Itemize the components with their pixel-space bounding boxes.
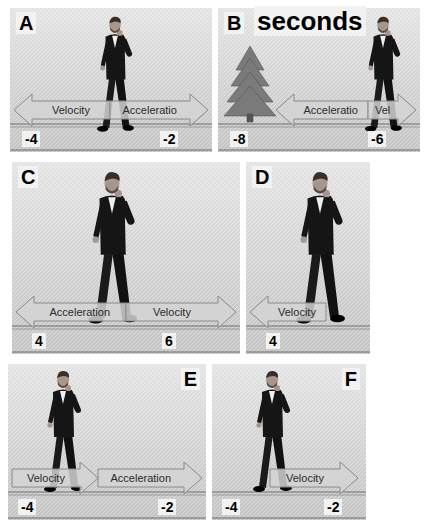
panel-letter: A bbox=[16, 12, 36, 34]
figure-panel: Acceleration Velocity C 4 6 bbox=[12, 162, 240, 354]
position-number: 4 bbox=[266, 333, 280, 349]
arrow-body bbox=[98, 462, 202, 494]
arrow-label-box: Acceleration bbox=[50, 306, 111, 319]
position-number: -4 bbox=[18, 499, 36, 515]
arrow-body bbox=[270, 462, 358, 494]
position-number: -2 bbox=[324, 499, 342, 515]
panel-letter-box: C bbox=[18, 166, 38, 188]
position-number-box: -8 bbox=[230, 131, 248, 147]
arrow-body bbox=[250, 296, 326, 328]
figure-panel: Acceleratio Vel Bseconds -8 -6 bbox=[218, 8, 420, 152]
panel-letter-box: A bbox=[16, 12, 36, 34]
vector-arrow: Velocity bbox=[250, 296, 326, 328]
figure-panel: Velocity D 4 bbox=[246, 162, 370, 354]
vector-arrow: Acceleration bbox=[16, 296, 126, 328]
position-number-box: -2 bbox=[160, 131, 178, 147]
vector-label: Acceleration bbox=[50, 306, 111, 319]
panel-letter: D bbox=[252, 166, 272, 188]
vector-arrow: Velocity bbox=[12, 462, 98, 494]
arrow-body bbox=[12, 462, 98, 494]
position-number-box: -6 bbox=[368, 131, 386, 147]
figure-panel: Velocity Acceleration E -4 -2 bbox=[8, 364, 206, 520]
vector-label: Acceleratio bbox=[304, 104, 358, 117]
arrow-label-box: Acceleration bbox=[111, 472, 172, 485]
position-number: -6 bbox=[368, 131, 386, 147]
arrow-body bbox=[126, 296, 236, 328]
arrow-body bbox=[368, 94, 416, 126]
position-number: 6 bbox=[162, 333, 176, 349]
arrow-label-box: Vel bbox=[375, 104, 390, 117]
figure-panel: Velocity F -4 -2 bbox=[212, 364, 366, 520]
panel-letter-box: E bbox=[181, 368, 200, 390]
vector-label: Velocity bbox=[153, 306, 191, 319]
position-number-box: 4 bbox=[32, 333, 46, 349]
vector-label: Velocity bbox=[278, 306, 316, 319]
panel-letter: F bbox=[342, 368, 360, 390]
time-unit: seconds bbox=[254, 6, 366, 36]
arrow-label-box: Acceleratio bbox=[123, 104, 177, 117]
position-number: -8 bbox=[230, 131, 248, 147]
arrow-label-box: Velocity bbox=[286, 472, 324, 485]
arrow-label-box: Acceleratio bbox=[304, 104, 358, 117]
panel-letter-box: D bbox=[252, 166, 272, 188]
vector-label: Velocity bbox=[27, 472, 65, 485]
position-number: -2 bbox=[160, 131, 178, 147]
vector-label: Acceleration bbox=[111, 472, 172, 485]
position-number: -4 bbox=[22, 131, 40, 147]
position-number: 4 bbox=[32, 333, 46, 349]
panel-letter: C bbox=[18, 166, 38, 188]
position-number-box: -2 bbox=[324, 499, 342, 515]
vector-label: Velocity bbox=[286, 472, 324, 485]
panel-letter-box: F bbox=[342, 368, 360, 390]
arrow-label-box: Velocity bbox=[153, 306, 191, 319]
vector-arrow: Vel bbox=[368, 94, 416, 126]
position-number: -2 bbox=[158, 499, 176, 515]
arrow-label-box: Velocity bbox=[278, 306, 316, 319]
vector-arrow: Acceleratio bbox=[276, 94, 368, 126]
position-number-box: -2 bbox=[158, 499, 176, 515]
vector-arrow: Velocity bbox=[270, 462, 358, 494]
arrow-label-box: Velocity bbox=[52, 104, 90, 117]
arrow-body bbox=[14, 94, 110, 126]
figure-panel: Velocity Acceleratio A -4 -2 bbox=[10, 8, 212, 152]
position-number-box: -4 bbox=[222, 499, 240, 515]
position-number: -4 bbox=[222, 499, 240, 515]
panel-letter: B bbox=[224, 12, 244, 34]
position-number-box: -4 bbox=[18, 499, 36, 515]
vector-arrow: Velocity bbox=[126, 296, 236, 328]
panel-letter: E bbox=[181, 368, 200, 390]
position-number-box: 4 bbox=[266, 333, 280, 349]
vector-arrow: Acceleratio bbox=[110, 94, 208, 126]
arrow-body bbox=[16, 296, 126, 328]
heading-box: seconds bbox=[254, 6, 366, 36]
vector-label: Vel bbox=[375, 104, 390, 117]
arrow-label-box: Velocity bbox=[27, 472, 65, 485]
vector-label: Velocity bbox=[52, 104, 90, 117]
vector-arrow: Velocity bbox=[14, 94, 110, 126]
arrow-body bbox=[110, 94, 208, 126]
arrow-body bbox=[276, 94, 368, 126]
position-number-box: 6 bbox=[162, 333, 176, 349]
vector-label: Acceleratio bbox=[123, 104, 177, 117]
position-number-box: -4 bbox=[22, 131, 40, 147]
panel-letter-box: B bbox=[224, 12, 244, 34]
vector-arrow: Acceleration bbox=[98, 462, 202, 494]
